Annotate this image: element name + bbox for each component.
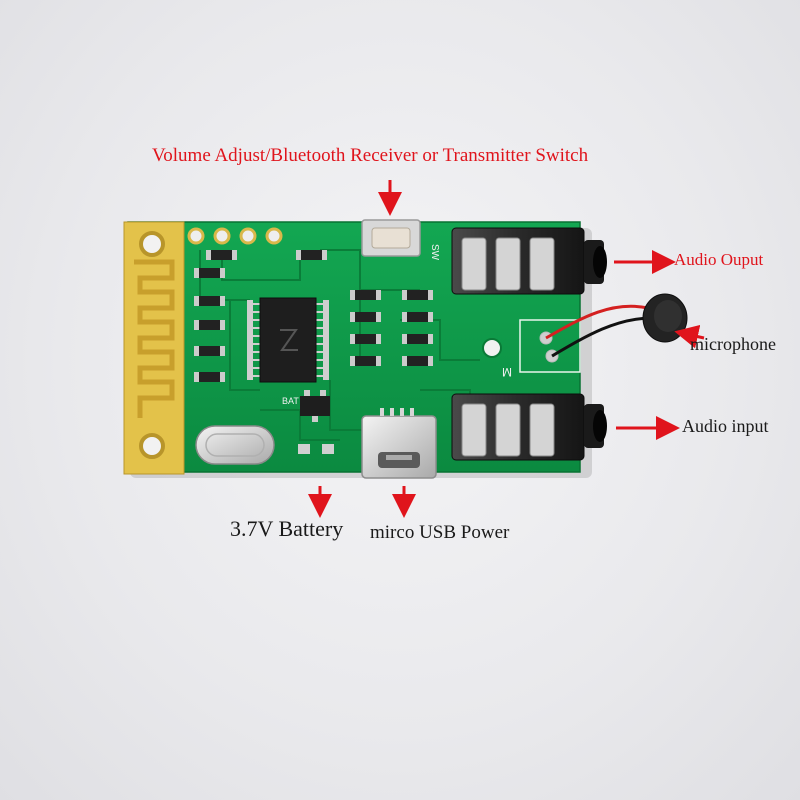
label-volume-switch: Volume Adjust/Bluetooth Receiver or Tran… (152, 145, 589, 166)
label-usb-power: mirco USB Power (370, 522, 510, 543)
mount-hole-top-left (139, 231, 165, 257)
main-ic-chip (247, 297, 329, 383)
label-microphone: microphone (690, 334, 776, 354)
smd-components-left (194, 268, 225, 382)
antenna-trace (134, 259, 175, 418)
silkscreen-bat: BAT (282, 396, 299, 406)
label-audio-input: Audio input (682, 416, 769, 436)
smd-components-center (206, 250, 433, 366)
label-battery: 3.7V Battery (230, 516, 344, 541)
audio-input-jack[interactable] (451, 393, 607, 461)
mount-hole-right (482, 338, 502, 358)
battery-pads (298, 444, 334, 454)
arrow-microphone (674, 324, 705, 349)
label-audio-output: Audio Ouput (674, 250, 764, 269)
silkscreen-mic: M (502, 365, 512, 379)
audio-output-jack[interactable] (451, 227, 607, 295)
callout-arrows (308, 180, 705, 518)
pcb-traces (199, 249, 480, 441)
header-pads (187, 227, 283, 245)
sot-transistor (300, 390, 330, 422)
crystal-oscillator (195, 425, 275, 465)
silkscreen-sw: SW (429, 244, 440, 261)
volume-bt-switch[interactable] (361, 219, 421, 257)
micro-usb-port[interactable] (361, 408, 437, 479)
mount-hole-bottom-left (139, 433, 165, 459)
